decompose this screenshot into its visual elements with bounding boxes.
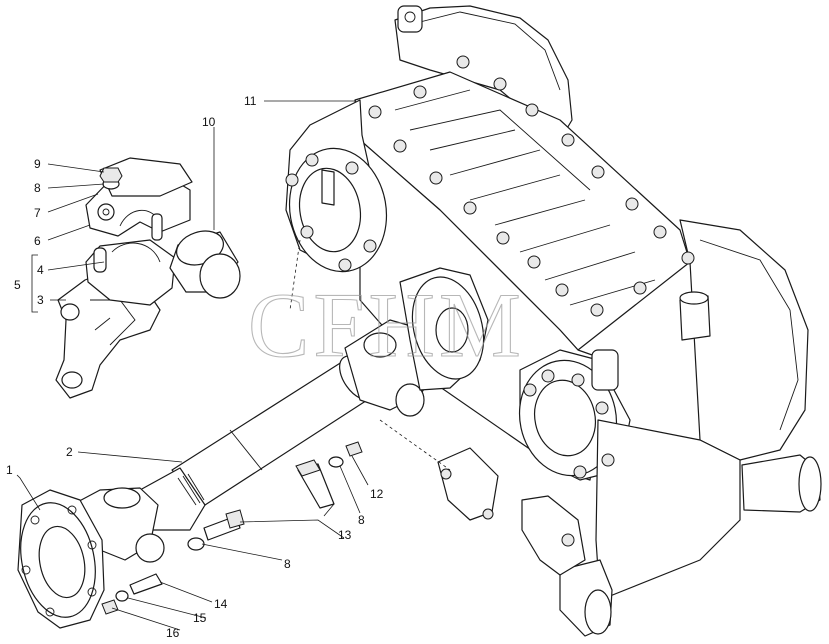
callout-2: 2	[66, 445, 73, 459]
callout-8-shaft: 8	[358, 513, 365, 527]
callout-labels: 1 2 3 4 5 6 7 8 8 8 9 10 11 12 13 14 15 …	[6, 94, 384, 640]
callout-3: 3	[37, 293, 44, 307]
callout-9: 9	[34, 157, 41, 171]
housing-bolts	[285, 55, 695, 547]
loose-fasteners	[101, 441, 499, 615]
callout-12: 12	[370, 487, 384, 501]
callout-15: 15	[193, 611, 207, 625]
callout-1: 1	[6, 463, 13, 477]
callout-7: 7	[34, 206, 41, 220]
callout-14: 14	[214, 597, 228, 611]
callout-8-bracket: 8	[34, 181, 41, 195]
callout-5: 5	[14, 278, 21, 292]
callout-8-lower: 8	[284, 557, 291, 571]
leader-lines	[16, 100, 451, 631]
rubber-bushing	[169, 230, 241, 299]
watermark-text: CFHM	[248, 274, 525, 376]
companion-flange	[17, 489, 105, 629]
callout-4: 4	[37, 263, 44, 277]
callout-16: 16	[166, 626, 180, 640]
callout-13: 13	[338, 528, 352, 542]
callout-11: 11	[244, 94, 257, 108]
support-bracket-assembly	[55, 157, 193, 399]
callout-10: 10	[202, 115, 216, 129]
propeller-shaft	[69, 267, 489, 563]
callout-6: 6	[34, 234, 41, 248]
